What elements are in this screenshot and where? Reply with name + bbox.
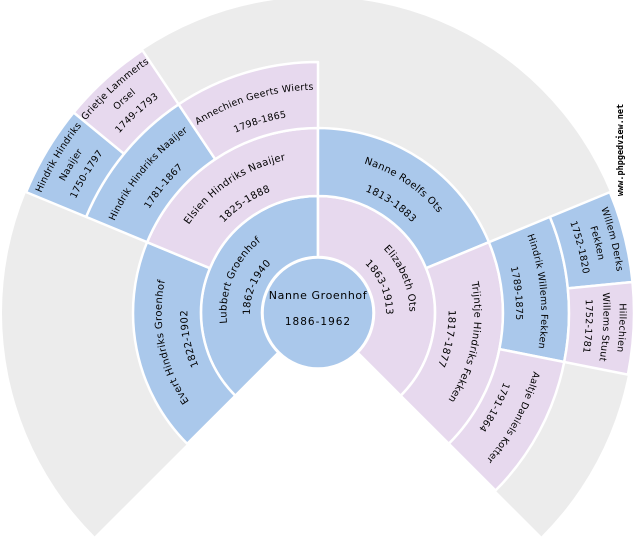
person-dates: 1886-1962 — [285, 316, 351, 328]
fan-segment-hillechien-willems-stuut[interactable] — [562, 280, 636, 376]
fan-segment-grietje-lammerts-orsel[interactable] — [72, 49, 180, 156]
person-dates: 1752-1781 — [580, 299, 594, 354]
fan-segment-annechien-geerts-wierts[interactable] — [177, 60, 320, 161]
phpgedview-watermark-link[interactable]: www.phpgedview.net — [616, 103, 626, 196]
fan-segment-aaltje-daniels-kotter[interactable] — [447, 347, 566, 492]
person-name: Hillechien — [614, 303, 628, 353]
person-name: Nanne Groenhof — [269, 289, 368, 302]
